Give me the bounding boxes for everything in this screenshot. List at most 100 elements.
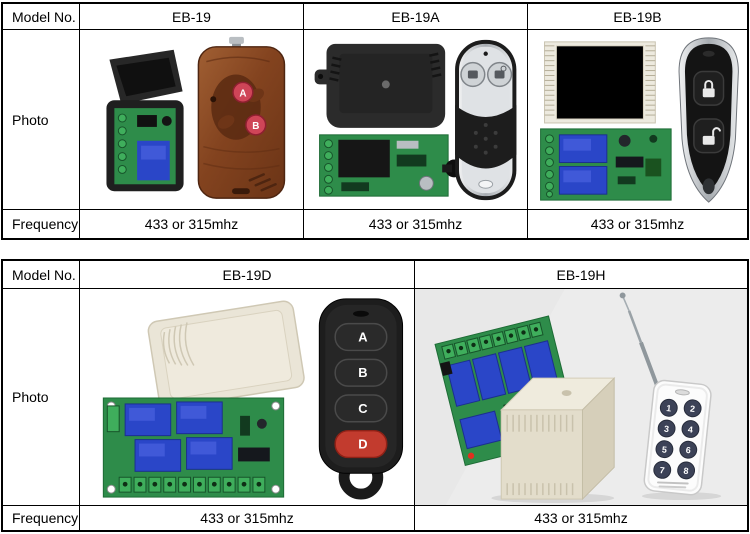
unlock-icon [702,127,722,145]
eb19b-keyring-slot [702,178,715,195]
eb19a-pcb [319,134,463,197]
eb19h-button-2[interactable]: 2 [683,399,702,418]
model-row-label: Model No. [3,4,80,29]
eb19h-antenna [619,292,661,391]
photo-cell-eb19: A B [80,30,304,209]
frequency-cell-eb19: 433 or 315mhz [80,210,304,238]
eb19d-button-b[interactable]: B [334,358,388,387]
frequency-cell-eb19a: 433 or 315mhz [304,210,528,238]
eb19a-button-left[interactable] [460,61,486,88]
frequency-cell-eb19b: 433 or 315mhz [590,216,685,232]
frequency-row-label: Frequency [3,210,80,238]
model-cell-eb19: EB-19 [80,4,304,29]
svg-text:5: 5 [661,444,667,454]
svg-text:B: B [252,121,259,132]
eb19-receiver-box [106,49,184,192]
photo-cell-eb19b [528,30,747,209]
eb19a-slide-cover[interactable] [455,105,517,169]
eb19d-product-photo: A B C D [102,298,404,500]
eb19b-receiver-box [544,41,656,124]
eb19h-button-8[interactable]: 8 [677,461,696,480]
svg-text:2: 2 [690,404,696,414]
photo-cell-eb19a [304,30,528,209]
model-cell-eb19b: EB-19B [613,8,662,25]
photo-row-top: Photo [3,30,747,210]
eb19b-unlock-button[interactable] [693,118,725,154]
eb19a-box-dot [381,80,390,89]
eb19h-product-photo: 1 2 3 4 5 6 7 8 [416,289,746,505]
svg-text:C: C [358,401,367,416]
svg-text:7: 7 [659,465,665,475]
eb19h-relays [445,340,559,450]
eb19-product-photo: A B [106,36,286,199]
product-table-bottom: Model No. EB-19D EB-19H Photo [1,259,749,532]
eb19-remote: A B [197,36,286,199]
frequency-row-top: Frequency 433 or 315mhz 433 or 315mhz 43… [3,210,747,238]
eb19h-button-4[interactable]: 4 [681,420,700,439]
eb19h-button-1[interactable]: 1 [659,398,679,418]
eb19d-enclosure-box [147,300,305,409]
eb19-terminal-block [117,113,127,174]
svg-text:A: A [239,88,246,99]
eb19d-button-d[interactable]: D [334,429,388,459]
model-header-row-bottom: Model No. EB-19D EB-19H [3,261,747,289]
lock-icon [702,79,715,98]
eb19b-product-photo [540,37,739,203]
model-cell-eb19a: EB-19A [304,4,528,29]
eb19a-cover-dots [473,122,498,155]
eb19d-relays [124,401,233,472]
frequency-row-label-bottom: Frequency [3,506,80,530]
eb19-button-a[interactable]: A [232,81,254,103]
eb19b-relays [558,134,608,195]
eb19h-box-vents [506,414,574,496]
eb19h-enclosure-box [500,376,616,501]
eb19b-pcb [540,128,672,201]
frequency-cell-eb19d: 433 or 315mhz [80,506,415,530]
eb19a-keyring-hole [478,179,494,189]
svg-text:1: 1 [666,403,672,413]
eb19h-fine-print [656,481,689,485]
frequency-row-bottom: Frequency 433 or 315mhz 433 or 315mhz [3,506,747,530]
photo-cell-eb19d: A B C D [80,289,415,505]
eb19h-keypad: 1 2 3 4 5 6 7 8 [653,398,702,480]
eb19d-box-vents [162,322,195,366]
eb19-led-window [210,96,217,103]
svg-text:4: 4 [687,424,693,434]
eb19h-button-3[interactable]: 3 [657,419,676,438]
eb19d-button-c[interactable]: C [334,394,388,423]
eb19h-button-6[interactable]: 6 [679,440,698,459]
eb19a-remote [455,39,517,201]
eb19a-product-photo [314,39,517,201]
svg-text:D: D [358,437,367,452]
photo-row-label-bottom: Photo [3,289,80,505]
svg-text:3: 3 [664,424,670,434]
svg-text:B: B [358,365,367,380]
eb19d-remote: A B C D [318,298,404,500]
photo-row-bottom: Photo [3,289,747,506]
model-row-label-bottom: Model No. [3,261,80,288]
product-table-top: Model No. EB-19 EB-19A EB-19B Photo [1,2,749,240]
model-header-row: Model No. EB-19 EB-19A EB-19B [3,4,747,30]
eb19d-button-a[interactable]: A [334,322,388,352]
eb19h-led [467,452,475,459]
eb19h-button-5[interactable]: 5 [655,440,674,459]
eb19a-vents [329,52,442,82]
svg-text:A: A [358,330,367,345]
eb19b-lock-button[interactable] [693,70,725,106]
photo-cell-eb19h: 1 2 3 4 5 6 7 8 [415,289,747,505]
eb19a-button-right[interactable] [486,61,513,88]
eb19d-pcb [102,397,285,498]
photo-row-label: Photo [3,30,80,209]
eb19b-remote [678,37,739,203]
frequency-cell-eb19h: 433 or 315mhz [534,510,628,526]
eb19-button-b[interactable]: B [245,114,267,136]
model-cell-eb19h: EB-19H [556,266,606,283]
eb19d-led-slot [353,310,369,317]
eb19h-button-7[interactable]: 7 [653,460,672,480]
eb19a-receiver-box [314,43,446,128]
eb19a-relay [338,139,390,178]
svg-text:8: 8 [683,466,689,476]
eb19h-remote-led-slot [674,389,690,396]
eb19h-remote: 1 2 3 4 5 6 7 8 [643,379,712,496]
